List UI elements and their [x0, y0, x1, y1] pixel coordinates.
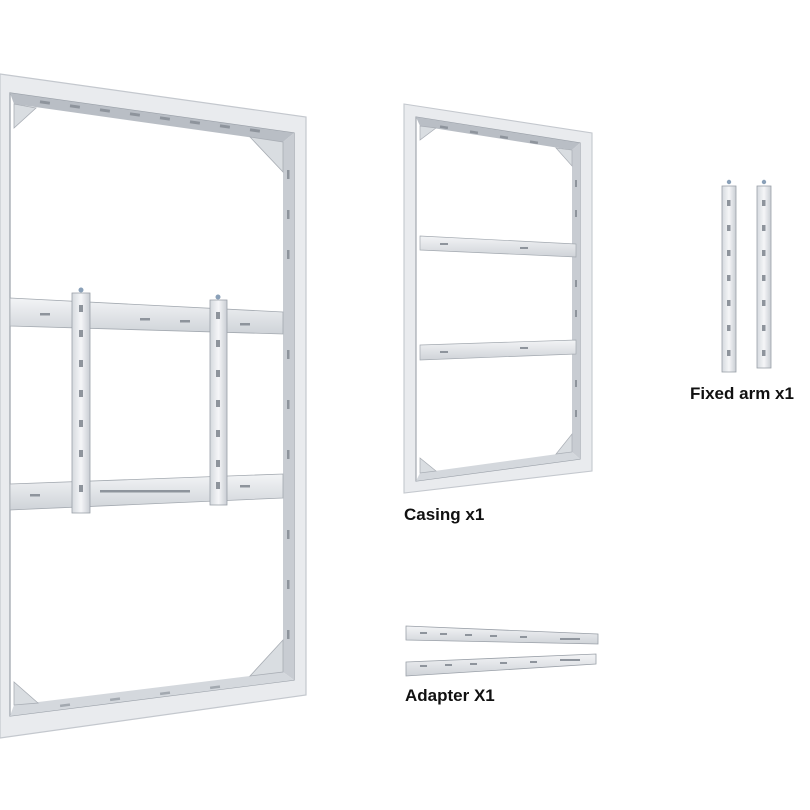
frame-right-slots — [287, 170, 290, 639]
casing-gusset-br — [555, 433, 573, 455]
frame-opening — [9, 92, 295, 717]
adapter-rail-upper — [405, 625, 599, 645]
frame-bottom-slots — [59, 685, 221, 708]
fixed-arm-caption: Fixed arm x1 — [690, 384, 794, 403]
adapter-rail-lower — [405, 653, 597, 677]
casing-frame — [403, 103, 593, 494]
fixed-arm-pair — [721, 179, 772, 373]
casing-inner-top — [416, 117, 580, 150]
casing-slots — [439, 125, 577, 417]
casing-crossbar-lower — [419, 339, 577, 361]
corner-gusset-tr — [248, 136, 284, 174]
frame-inner-bottom — [10, 672, 294, 716]
casing-crossbar-upper — [419, 235, 577, 258]
assembled-mount-frame — [0, 73, 307, 739]
casing-gusset-tl — [419, 125, 437, 141]
casing-inner-bottom — [416, 452, 580, 481]
adapter-caption: Adapter X1 — [405, 686, 495, 705]
casing-gusset-tr — [555, 147, 573, 167]
corner-gusset-bl — [13, 681, 39, 706]
frame-inner-top — [10, 93, 294, 142]
fixed-arm-right — [756, 179, 772, 369]
casing-gusset-bl — [419, 457, 437, 474]
vertical-arm-left — [71, 287, 91, 514]
frame-top-slots — [39, 100, 261, 133]
casing-opening — [415, 116, 581, 482]
adapter-rails — [405, 625, 599, 677]
corner-gusset-tl — [13, 103, 37, 129]
corner-gusset-br — [248, 638, 284, 677]
casing-caption: Casing x1 — [404, 505, 485, 524]
vertical-arm-right — [209, 294, 228, 506]
casing-inner-right — [572, 143, 580, 459]
fixed-arm-left — [721, 179, 737, 373]
